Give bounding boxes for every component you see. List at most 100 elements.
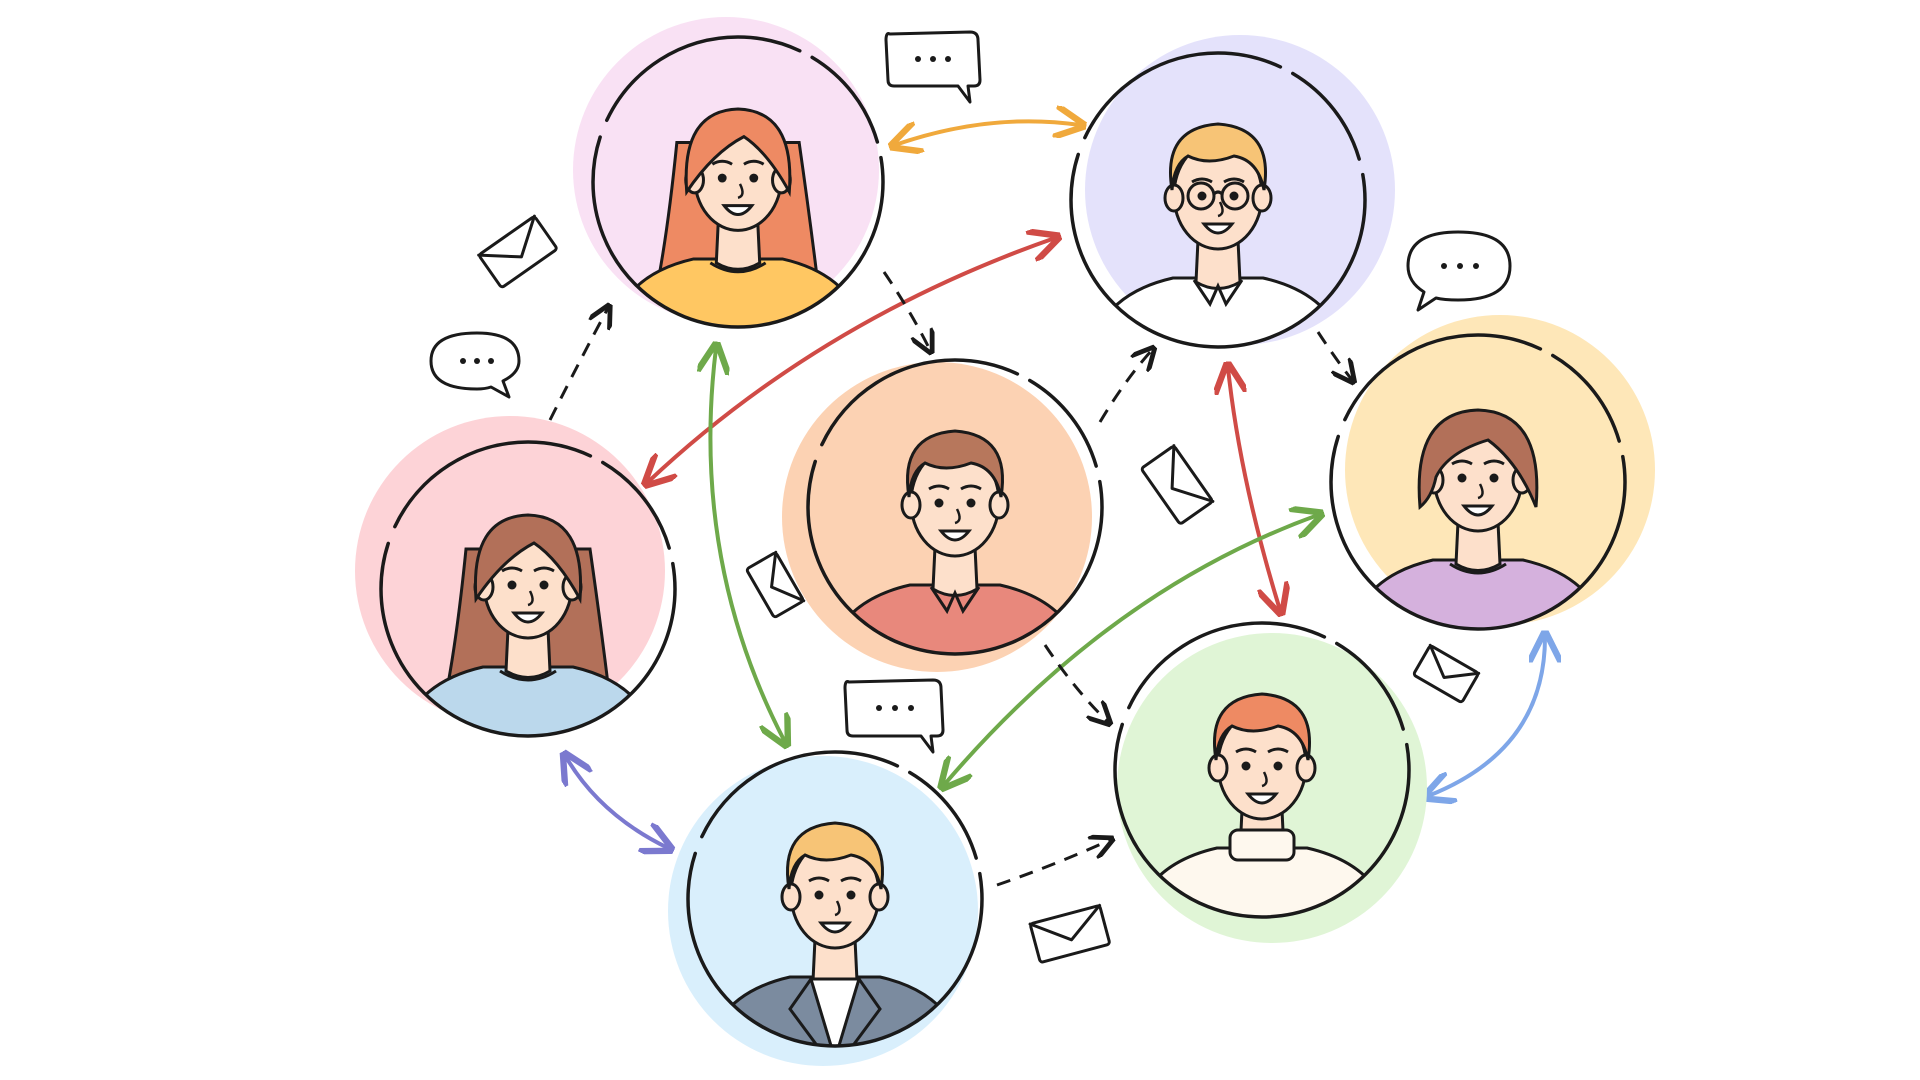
eye-left [934,498,944,508]
connection-green-left [710,348,785,742]
eye-right [539,580,549,590]
nose [1261,771,1268,788]
connection-orange [895,121,1080,145]
avatar-man-turtleneck [1113,621,1427,943]
avatar-ring [806,358,1104,656]
hair [473,513,583,605]
shirt-collar [929,586,981,615]
avatar-woman-brown-long [355,416,677,738]
smile [1200,222,1236,235]
smile [817,921,853,934]
eye-right [749,173,759,183]
smile [721,204,755,217]
lapels [788,978,882,1046]
connection-dashed-5 [1043,644,1108,722]
brows [501,566,555,573]
avatar-ring [1113,621,1411,919]
ear-right [988,490,1010,520]
nose [737,183,744,199]
ear-left [1207,753,1229,783]
ear-left [900,490,922,520]
neck [504,627,552,679]
hair [906,429,1004,498]
neck [1454,520,1502,572]
avatar-woman-red-hair [573,17,885,329]
ear-left [1163,183,1185,213]
connection-green-right [944,515,1318,785]
connection-red-short [1228,368,1280,610]
ear-right [1295,753,1317,783]
eye-left [814,890,824,900]
connection-dashed-2 [882,271,930,350]
shirt-front [808,977,862,1046]
connection-dashed-6 [996,840,1110,887]
smile [1244,792,1280,805]
hair [1417,408,1539,510]
connection-dashed-1 [548,308,608,421]
eye-left [1197,191,1207,201]
turtleneck-collar [1228,828,1296,862]
ear-right [1251,183,1273,213]
envelope-icon [1140,444,1215,525]
ear-right [868,882,890,912]
chat-bubble-icon [429,331,521,399]
ear-left [780,882,802,912]
nose [1477,483,1484,500]
chat-bubble-icon [843,678,945,754]
connection-red-long [648,238,1055,482]
avatar-woman-brown-bob [1329,315,1655,631]
brows [928,484,982,491]
connection-purple [566,757,668,848]
eye-right [966,498,976,508]
neckline [709,261,767,274]
envelope-icon [745,550,806,619]
avatar-man-center [782,358,1104,672]
hair [786,821,884,890]
eye-right [846,890,856,900]
hair [1213,692,1311,761]
glasses-icon [1186,181,1250,211]
envelope-icon [1028,903,1111,964]
chat-bubble-icon [1406,230,1512,312]
neckline [499,669,557,682]
brows [1451,459,1505,466]
avatar-man-suit [668,750,984,1066]
eye-left [1241,761,1251,771]
brows [1191,177,1245,184]
neckline [1449,562,1507,575]
chat-bubble-icon [884,30,982,104]
eye-right [1229,191,1239,201]
envelope-icon [477,214,558,289]
smile [510,611,546,624]
avatar-ring [379,440,677,738]
shirt-collar [1192,279,1244,308]
eye-right [1489,473,1499,483]
nose [954,508,961,525]
nose [1217,201,1224,218]
brows [711,159,765,166]
hair [1169,122,1267,191]
decor-icons [429,30,1512,964]
smile [937,529,973,542]
eye-left [717,173,727,183]
avatar-man-glasses [1069,35,1395,349]
hair [684,107,792,198]
connection-blue [1428,637,1545,796]
smile [1460,504,1496,517]
envelope-icon [1412,643,1481,704]
connection-dashed-3 [1098,350,1152,423]
avatar-ring [1329,333,1627,631]
neck [714,219,762,271]
avatar-ring [1069,51,1367,349]
eye-right [1273,761,1283,771]
brows [1235,747,1289,754]
connections [548,121,1545,887]
avatars [355,17,1655,1066]
nose [527,590,534,607]
eye-left [507,580,517,590]
connection-dashed-4 [1316,331,1352,380]
avatar-ring [591,35,885,329]
avatar-ring [686,750,984,1048]
